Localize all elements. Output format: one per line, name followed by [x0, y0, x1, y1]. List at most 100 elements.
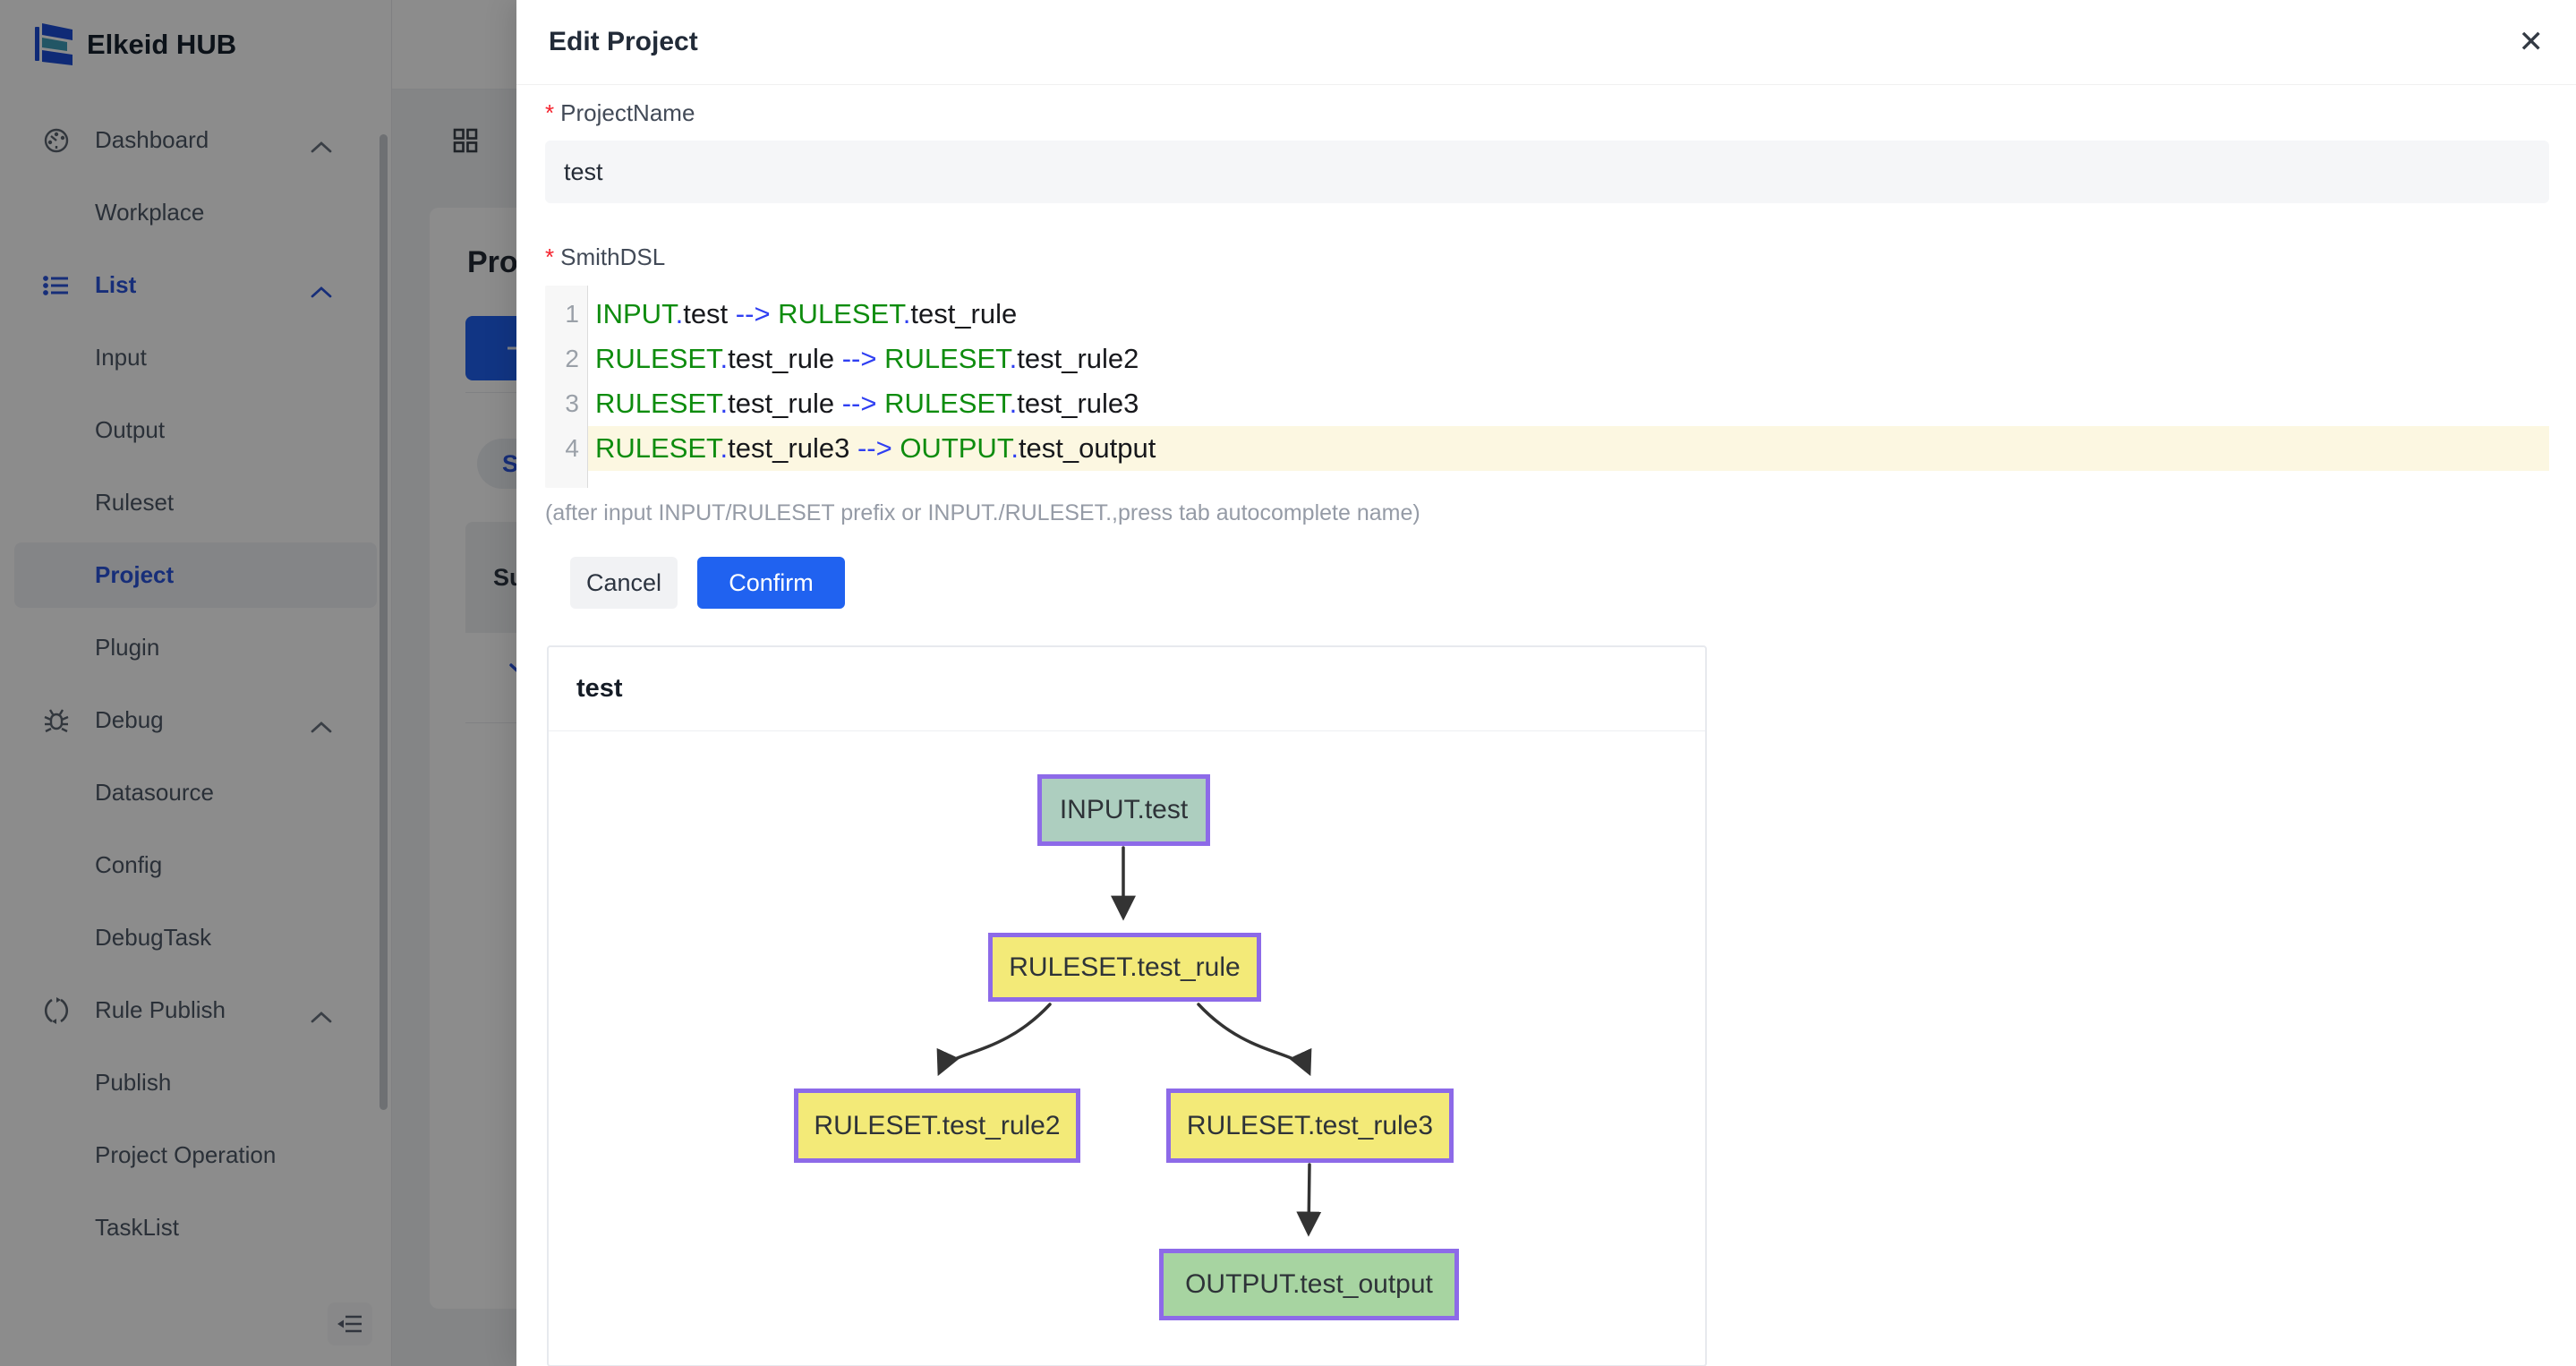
code-token: . [1011, 432, 1019, 464]
preview-card-header: test [549, 647, 1705, 731]
rule-publish-icon [41, 996, 72, 1025]
code-token: --> [735, 298, 771, 329]
drawer-header: Edit Project ✕ [516, 0, 2576, 85]
form-actions: Cancel Confirm [570, 557, 2549, 609]
code-token: RULESET [884, 388, 1010, 419]
sidebar-item-config[interactable]: Config [14, 832, 377, 898]
sidebar-item-ruleset[interactable]: Ruleset [14, 470, 377, 535]
diagram-node-output: OUTPUT.test_output [1159, 1249, 1459, 1320]
sidebar-item-label: Plugin [95, 634, 160, 661]
sidebar-item-publish[interactable]: Publish [14, 1050, 377, 1115]
code-token: test_rule2 [1017, 343, 1139, 374]
chevron-up-icon [311, 713, 332, 740]
code-token: test_rule3 [1017, 388, 1139, 419]
sidebar-item-list[interactable]: List [14, 252, 377, 318]
code-token: test_output [1018, 432, 1156, 464]
code-line-3[interactable]: RULESET.test_rule --> RULESET.test_rule3 [588, 381, 2549, 426]
debug-icon [41, 706, 72, 735]
project-name-label-text: ProjectName [560, 99, 695, 126]
sidebar-item-label: Input [95, 344, 147, 371]
sidebar-item-label: DebugTask [95, 924, 212, 951]
sidebar-item-datasource[interactable]: Datasource [14, 760, 377, 825]
sidebar-item-input[interactable]: Input [14, 325, 377, 390]
sidebar-item-project[interactable]: Project [14, 542, 377, 608]
code-token: . [675, 298, 684, 329]
sidebar-scrollbar[interactable] [380, 134, 388, 1110]
drawer-title: Edit Project [549, 27, 698, 56]
code-line-1[interactable]: INPUT.test --> RULESET.test_rule [588, 292, 2549, 337]
sidebar-collapse-button[interactable] [328, 1302, 372, 1345]
sidebar-item-label: Datasource [95, 779, 214, 806]
code-token [876, 388, 884, 419]
app-title: Elkeid HUB [87, 29, 237, 60]
code-token [771, 298, 779, 329]
sidebar-item-workplace[interactable]: Workplace [14, 180, 377, 245]
diagram-node-input: INPUT.test [1037, 774, 1210, 846]
chevron-up-icon [311, 132, 332, 160]
diagram-node-ruleset: RULESET.test_rule3 [1166, 1089, 1454, 1163]
code-token: RULESET [595, 343, 721, 374]
code-token: test_rule [728, 388, 835, 419]
preview-card-title: test [576, 674, 623, 703]
sidebar-item-project-operation[interactable]: Project Operation [14, 1123, 377, 1188]
code-line-4[interactable]: RULESET.test_rule3 --> OUTPUT.test_outpu… [588, 426, 2549, 471]
sidebar-item-label: Debug [95, 706, 164, 733]
close-icon[interactable]: ✕ [2518, 25, 2545, 59]
code-token [834, 343, 842, 374]
sidebar-item-label: Publish [95, 1069, 172, 1096]
logo-row: Elkeid HUB [0, 0, 391, 90]
diagram-node-ruleset: RULESET.test_rule2 [794, 1089, 1080, 1163]
sidebar-item-label: Ruleset [95, 489, 175, 516]
code-line-2[interactable]: RULESET.test_rule --> RULESET.test_rule2 [588, 337, 2549, 381]
drawer-mask[interactable] [0, 0, 516, 1366]
sidebar-item-label: TaskList [95, 1214, 179, 1241]
line-number: 3 [565, 389, 579, 417]
menu-fold-icon [337, 1315, 362, 1333]
code-token [849, 432, 857, 464]
sidebar-item-label: Config [95, 851, 163, 878]
elkeid-logo-icon [30, 21, 73, 70]
line-number: 1 [565, 300, 579, 328]
sidebar-item-plugin[interactable]: Plugin [14, 615, 377, 680]
code-token: RULESET [778, 298, 903, 329]
sidebar-item-output[interactable]: Output [14, 397, 377, 463]
code-token: RULESET [595, 388, 721, 419]
sidebar-item-dashboard[interactable]: Dashboard [14, 107, 377, 173]
sidebar-item-debugtask[interactable]: DebugTask [14, 905, 377, 970]
edit-project-drawer: Edit Project ✕ * ProjectName * SmithDSL … [516, 0, 2576, 1366]
required-mark: * [545, 99, 555, 126]
cancel-button[interactable]: Cancel [570, 557, 678, 609]
apps-grid-icon[interactable] [453, 128, 478, 158]
sidebar-item-debug[interactable]: Debug [14, 687, 377, 753]
code-token: RULESET [884, 343, 1010, 374]
code-token: . [1009, 388, 1018, 419]
line-number: 4 [565, 434, 579, 462]
code-token: test_rule [910, 298, 1018, 329]
smith-dsl-label: * SmithDSL [545, 243, 2549, 271]
sidebar-item-label: Project Operation [95, 1141, 277, 1168]
code-token [728, 298, 736, 329]
sidebar-item-rule-publish[interactable]: Rule Publish [14, 978, 377, 1043]
project-name-label: * ProjectName [545, 99, 2549, 127]
code-token: test [683, 298, 729, 329]
code-token: test_rule3 [728, 432, 850, 464]
confirm-button[interactable]: Confirm [697, 557, 845, 609]
code-token: OUTPUT [900, 432, 1011, 464]
diagram-edges [936, 846, 1322, 1237]
code-token: INPUT [595, 298, 676, 329]
required-mark: * [545, 243, 555, 270]
smith-dsl-label-text: SmithDSL [560, 243, 666, 270]
sidebar-item-label: Output [95, 416, 166, 443]
list-icon [41, 271, 72, 300]
chevron-up-icon [311, 277, 332, 305]
project-name-input[interactable] [545, 141, 2549, 203]
code-token: . [720, 432, 729, 464]
sidebar-item-tasklist[interactable]: TaskList [14, 1195, 377, 1260]
code-token [834, 388, 842, 419]
dashboard-icon [41, 126, 72, 155]
